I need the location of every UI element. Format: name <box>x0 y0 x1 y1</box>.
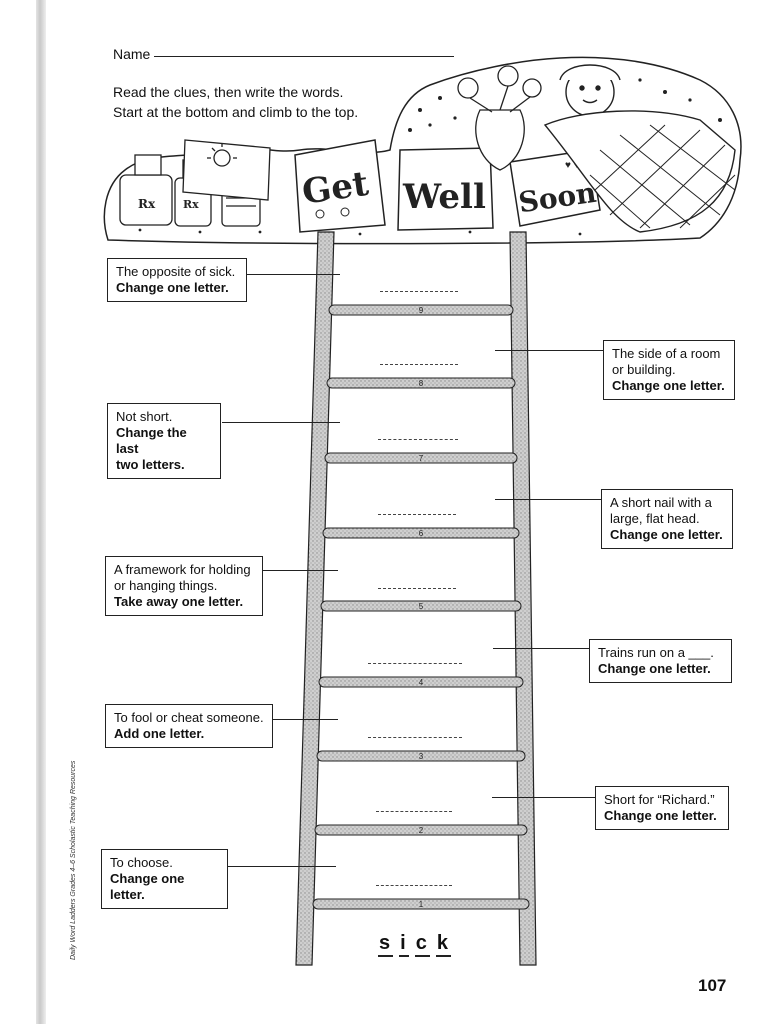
instruction-line-1: Read the clues, then write the words. <box>113 84 344 100</box>
rung-number: 7 <box>419 454 424 463</box>
instruction-line-2: Start at the bottom and climb to the top… <box>113 104 359 120</box>
answer-blank-9[interactable] <box>380 291 458 292</box>
clue-text: A framework for holding <box>114 562 251 577</box>
ladder-rung-4 <box>318 676 524 688</box>
start-letter: k <box>435 932 451 957</box>
clue-rule: Change the last <box>116 425 187 456</box>
quilt-pattern <box>589 124 736 229</box>
start-letter: s <box>378 932 394 957</box>
leader-line-2 <box>492 797 596 798</box>
clue-box-4: Trains run on a ___. Change one letter. <box>589 639 732 683</box>
rung-number: 1 <box>419 900 424 909</box>
name-label: Name <box>113 46 151 62</box>
ladder-rung-1 <box>312 898 530 910</box>
clue-box-5: A framework for holding or hanging thing… <box>105 556 263 616</box>
clue-text: The opposite of sick. <box>116 264 236 279</box>
svg-text:Well: Well <box>402 177 486 217</box>
clue-rule: Take away one letter. <box>114 594 244 609</box>
leader-line-6 <box>495 499 602 500</box>
ladder-rung-6 <box>322 527 520 539</box>
clue-box-3: To fool or cheat someone. Add one letter… <box>105 704 273 748</box>
clue-box-2: Short for “Richard.” Change one letter. <box>595 786 729 830</box>
flower-vase-icon <box>457 65 542 171</box>
header-illustration: Rx Rx Get Well Soon ♥ ♥ ♥ <box>103 56 742 245</box>
sun-card-icon <box>182 139 271 201</box>
ladder-rung-9 <box>328 304 514 316</box>
ladder-left-rail <box>295 231 335 966</box>
answer-blank-4[interactable] <box>368 663 462 664</box>
clue-box-8: The side of a room or building. Change o… <box>603 340 735 400</box>
rung-number: 8 <box>419 379 424 388</box>
start-letter: c <box>414 932 430 957</box>
name-blank[interactable] <box>154 56 455 57</box>
page-binding-edge <box>36 0 46 1024</box>
rung-numbers: 9 8 7 6 5 4 3 2 1 <box>419 306 424 909</box>
answer-blank-3[interactable] <box>368 737 462 738</box>
leader-line-1 <box>228 866 336 867</box>
svg-text:Get: Get <box>300 164 372 213</box>
answer-blank-2[interactable] <box>376 811 452 812</box>
clue-box-9: The opposite of sick. Change one letter. <box>107 258 247 302</box>
instructions: Read the clues, then write the words. St… <box>113 82 358 122</box>
leader-line-4 <box>493 648 590 649</box>
clue-box-1: To choose. Change one letter. <box>101 849 228 909</box>
clue-box-6: A short nail with a large, flat head. Ch… <box>601 489 733 549</box>
ladder-right-rail <box>509 231 537 966</box>
clue-text: To fool or cheat someone. <box>114 710 264 725</box>
leader-line-9 <box>247 274 340 275</box>
sick-child-in-bed-icon <box>543 64 736 233</box>
leader-line-8 <box>495 350 605 351</box>
clue-text: Trains run on a ___. <box>598 645 714 660</box>
get-card-icon: Get <box>294 139 386 233</box>
clue-text: or hanging things. <box>114 578 218 593</box>
clue-rule: Add one letter. <box>114 726 205 741</box>
medicine-bottle-icon: Rx <box>119 154 173 226</box>
ladder-rung-3 <box>316 750 526 762</box>
clue-text: Short for “Richard.” <box>604 792 715 807</box>
clue-text: large, flat head. <box>610 511 700 526</box>
rung-number: 3 <box>419 752 424 761</box>
answer-blank-7[interactable] <box>378 439 458 440</box>
rung-number: 9 <box>419 306 424 315</box>
leader-line-3 <box>273 719 338 720</box>
svg-text:Rx: Rx <box>138 197 156 211</box>
clue-rule: two letters. <box>116 457 185 472</box>
clue-rule: Change one letter. <box>116 280 229 295</box>
clue-text: or building. <box>612 362 676 377</box>
answer-blank-6[interactable] <box>378 514 456 515</box>
clue-rule: Change one letter. <box>612 378 725 393</box>
ladder-rung-8 <box>326 377 516 389</box>
ladder-rungs <box>312 304 530 910</box>
clue-rule: Change one letter. <box>610 527 723 542</box>
rung-number: 4 <box>419 678 424 687</box>
answer-blank-1[interactable] <box>376 885 452 886</box>
rung-number: 2 <box>419 826 424 835</box>
page-number: 107 <box>698 976 727 995</box>
rung-number: 5 <box>419 602 424 611</box>
clue-box-7: Not short. Change the last two letters. <box>107 403 221 479</box>
rung-number: 6 <box>419 529 424 538</box>
leader-line-5 <box>263 570 338 571</box>
clue-rule: Change one letter. <box>110 871 185 902</box>
svg-text:Rx: Rx <box>183 198 199 211</box>
name-line: Name <box>113 46 455 62</box>
leader-line-7 <box>222 422 340 423</box>
clue-text: The side of a room <box>612 346 721 361</box>
clue-rule: Change one letter. <box>598 661 711 676</box>
ladder-rung-2 <box>314 824 528 836</box>
clue-text: To choose. <box>110 855 173 870</box>
clue-text: A short nail with a <box>610 495 712 510</box>
answer-blank-5[interactable] <box>378 588 456 589</box>
start-letter: i <box>399 932 409 957</box>
clue-text: Not short. <box>116 409 173 424</box>
answer-blank-8[interactable] <box>380 364 458 365</box>
ladder-rung-5 <box>320 600 522 612</box>
clue-rule: Change one letter. <box>604 808 717 823</box>
ladder-rung-7 <box>324 452 518 464</box>
well-card-icon: Well <box>397 147 494 231</box>
